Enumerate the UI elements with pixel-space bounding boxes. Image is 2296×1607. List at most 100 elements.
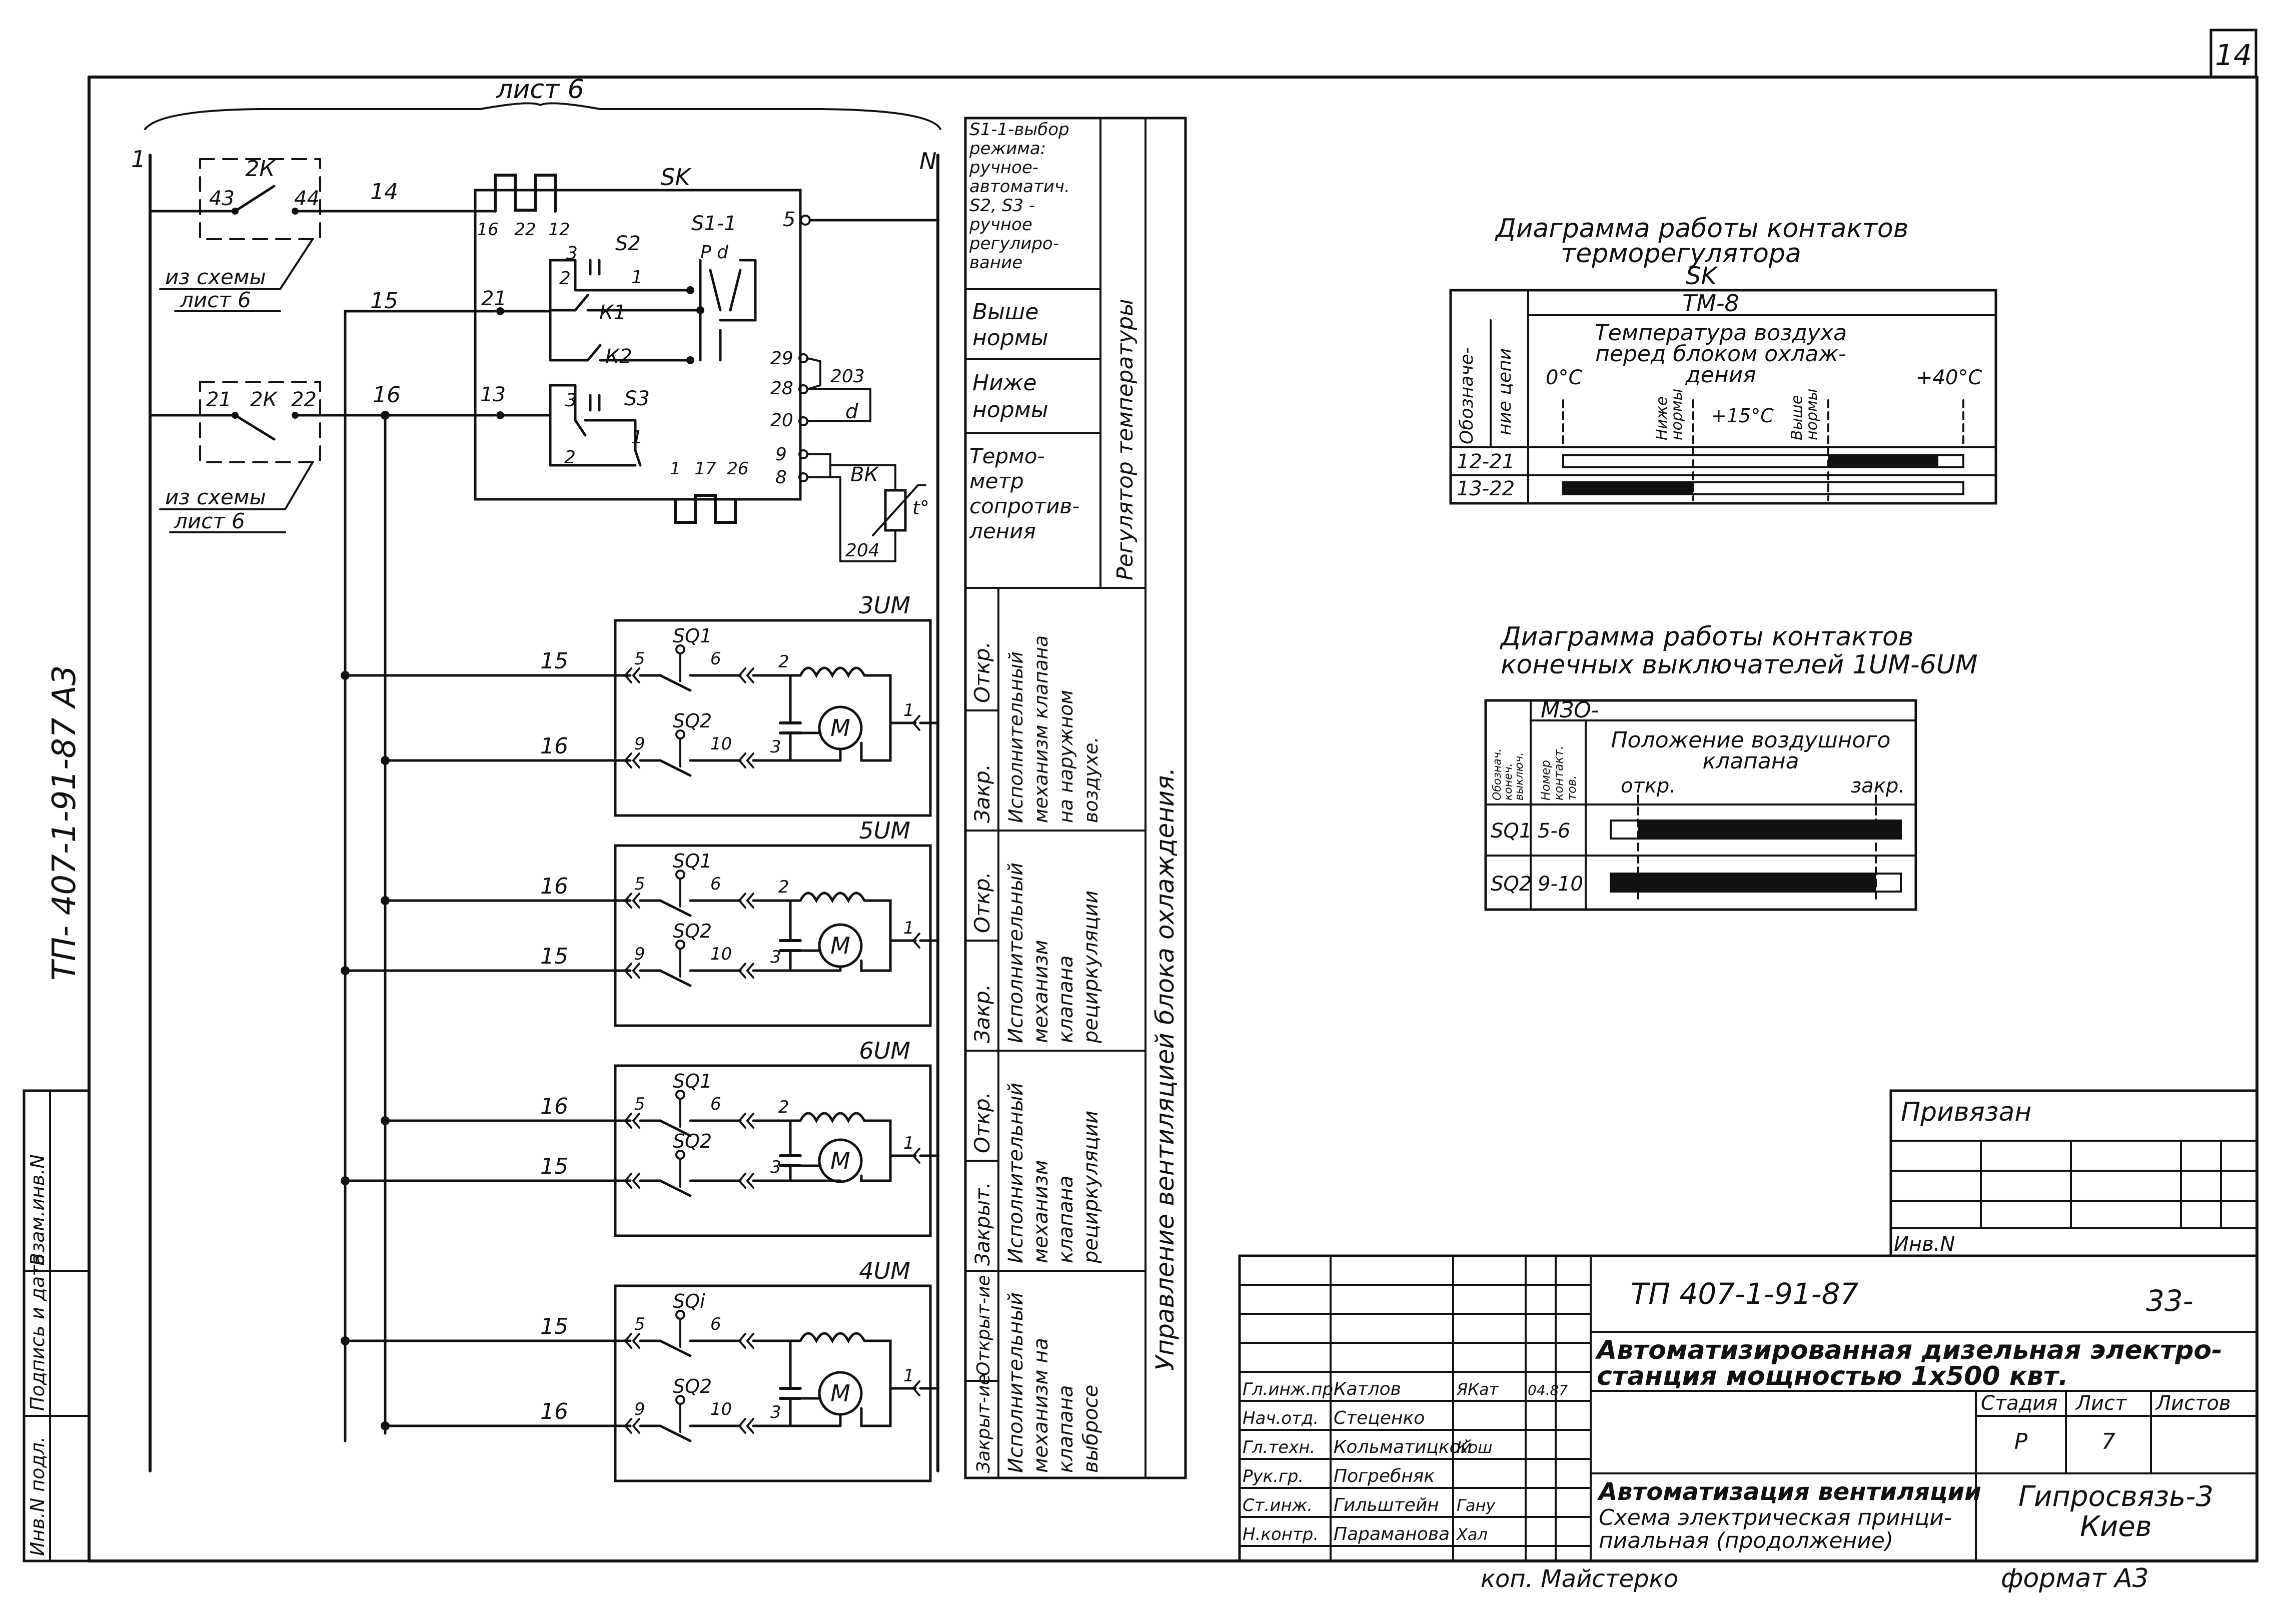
left-margin-strip: Инв.N подл. Подпись и дата Взам.инв.N	[23, 1089, 91, 1562]
motor-winding	[789, 666, 892, 762]
stamp-person: Катлов	[1334, 1379, 1401, 1399]
motor-terminal-2: 2	[778, 877, 789, 897]
sk-internal-wiring	[499, 259, 757, 467]
plug-connector	[912, 1148, 920, 1164]
plug-connector	[738, 752, 754, 768]
reg-desc-3: автоматич.	[969, 177, 1070, 197]
reg-desc-2: ручное-	[969, 158, 1038, 178]
stamp-stage: Р	[2014, 1429, 2028, 1454]
contact-switch-label: SQ2	[673, 1375, 712, 1397]
diag2-h1-2: выключ.	[1513, 752, 1526, 800]
sk-pd-label: Р d	[700, 242, 729, 263]
sk-regulator: SK 16 22 12 5 S2 S1-1 Р d 3 2 1 К1 К2 S3…	[474, 164, 939, 562]
junction-dot	[381, 896, 390, 905]
contact-terminal-b: 6	[710, 649, 721, 669]
reg-desc-1: режима:	[969, 139, 1046, 159]
sk-top-terminal-0: 16	[477, 220, 498, 240]
sk-rt-9: 9	[775, 444, 787, 465]
contact-actuator-head	[675, 1090, 685, 1100]
legend-below-1: нормы	[972, 397, 1048, 423]
wire-13-label: 13	[480, 383, 506, 406]
diag2-device: МЗО-	[1541, 697, 1599, 723]
sk-d-label: d	[845, 400, 858, 423]
diag2-row-0-closed-bar	[1638, 821, 1901, 839]
contact-terminal-a: 9	[634, 1399, 645, 1419]
motor-letter: M	[830, 714, 850, 741]
plug-connector	[912, 715, 920, 731]
sk-top-terminal-2: 12	[548, 220, 570, 240]
motor-bottom-wire: 15	[540, 1154, 568, 1179]
motor-terminal-3: 3	[770, 737, 781, 757]
relay-2k-top: 2К 43 44	[149, 156, 482, 240]
sk-n2b: 2	[564, 447, 576, 468]
motor-terminal-1: 1	[903, 1133, 914, 1153]
diag1-colhead-0: Обозначе-	[1457, 347, 1477, 444]
motor-winding	[789, 892, 892, 972]
mech-6-line-3: рециркуляции	[1079, 1111, 1102, 1264]
diag2-h1-0: Обознач.	[1491, 748, 1504, 800]
contact-actuator-head	[675, 644, 685, 654]
plug-connector	[624, 752, 640, 768]
junction-dot	[341, 966, 350, 975]
motor-frame	[614, 619, 932, 817]
mech-3-line-0: Исполнительный	[1005, 651, 1027, 823]
diag2-title-2: конечных выключателей 1UM-6UM	[1501, 650, 1978, 680]
sk-bk-label: ВК	[850, 463, 879, 486]
motor-terminal-2: 2	[778, 1097, 789, 1117]
sk-bottom-terminal-0: 1	[670, 459, 681, 479]
contact-terminal-a: 5	[634, 649, 645, 669]
reg-desc-0: S1-1-выбор	[969, 120, 1069, 140]
motor-terminal-1: 1	[903, 1366, 914, 1386]
diag1-title-3: SK	[1686, 262, 1718, 290]
legend-open-3: Откр.	[970, 641, 994, 703]
contact-blade	[659, 1424, 692, 1442]
motor-letter: M	[830, 932, 850, 959]
relay-2k-bottom: 21 2К 22	[149, 381, 497, 463]
motor-bottom-wire: 15	[540, 944, 568, 969]
plug-connector	[624, 667, 640, 683]
diag2-h1-1: конеч.	[1502, 763, 1515, 800]
mech-5-line-1: механизм	[1029, 940, 1052, 1043]
legend-close-5: Закр.	[970, 984, 994, 1043]
motor-letter: M	[830, 1147, 850, 1174]
contact-terminal-b: 10	[710, 944, 732, 964]
relay-2k-top-c2: 44	[294, 187, 320, 210]
plug-connector	[738, 1113, 754, 1129]
mech-6-line-0: Исполнительный	[1004, 1083, 1027, 1263]
motor-winding	[789, 1112, 892, 1182]
mech-4-line-1: механизм на	[1029, 1338, 1052, 1473]
stamp-signature: Гану	[1457, 1496, 1496, 1515]
plug-connector	[738, 1333, 754, 1349]
sk-k1-label: К1	[599, 301, 626, 324]
motor-frame	[614, 1064, 932, 1237]
diag2-row-0-contacts: 5-6	[1538, 820, 1570, 843]
plug-connector	[624, 1418, 640, 1434]
stamp-role: Рук.гр.	[1243, 1466, 1304, 1486]
sk-s2-label: S2	[615, 232, 641, 255]
mech-3-line-1: механизм клапана	[1030, 635, 1052, 823]
stamp-code: ТП 407-1-91-87	[1631, 1277, 1859, 1311]
legend-thermo-3: ления	[969, 519, 1036, 543]
stamp-title-1: станция мощностью 1x500 квт.	[1597, 1361, 2068, 1391]
contact-terminal-b: 6	[710, 874, 721, 894]
legend-mech-3: Исполнительный механизм клапана на наруж…	[1005, 635, 1102, 823]
stamp-sheet-code: 33-	[2146, 1284, 2193, 1318]
mech-3-line-3: воздухе.	[1080, 736, 1102, 823]
contact-blade	[659, 1339, 692, 1357]
motor-terminal-1: 1	[903, 700, 914, 720]
diag1-row-0-closed-bar	[1828, 455, 1938, 467]
diag2-row-1-sw: SQ2	[1491, 873, 1532, 896]
relay-2k-bot-c1: 21	[206, 388, 232, 411]
legend-below-0: Ниже	[972, 370, 1036, 396]
reg-desc-7: вание	[969, 253, 1022, 273]
motor-frame	[614, 1284, 932, 1482]
diag2-row-1-contacts: 9-10	[1538, 873, 1583, 896]
contact-actuator-head	[675, 1150, 685, 1160]
contact-terminal-a: 9	[634, 944, 645, 964]
plug-connector	[912, 933, 920, 949]
plug-connector	[624, 1173, 640, 1189]
stamp-person: Кольматицкой	[1334, 1437, 1472, 1457]
